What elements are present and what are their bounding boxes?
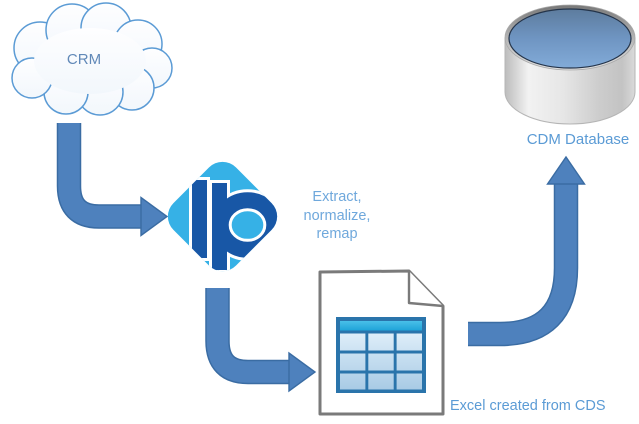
cdm-database-node: CDM Database	[504, 4, 636, 148]
crm-cloud-node: CRM	[11, 2, 173, 116]
ip-logo-letters	[189, 177, 286, 273]
excel-document-node: Excel created from CDS	[318, 269, 606, 416]
arrowhead	[546, 155, 586, 185]
processor-note: Extract, normalize, remap	[304, 189, 371, 242]
excel-label: Excel created from CDS	[450, 398, 606, 414]
arrow-crm-to-ip	[56, 123, 169, 237]
arrowhead	[288, 351, 317, 393]
arrowhead	[140, 196, 169, 237]
ip-processor-node	[167, 161, 286, 273]
crm-label: CRM	[67, 51, 101, 68]
spreadsheet-table-icon	[336, 317, 426, 393]
database-label: CDM Database	[527, 131, 630, 148]
document-fold	[407, 271, 444, 308]
database-cylinder-icon	[504, 4, 636, 125]
cloud-icon	[11, 2, 173, 116]
arrow-excel-to-database	[468, 155, 586, 347]
note-line-2: normalize,	[304, 208, 371, 224]
note-line-3: remap	[316, 226, 357, 242]
arrow-ip-to-excel	[205, 288, 317, 393]
note-line-1: Extract,	[312, 189, 361, 205]
